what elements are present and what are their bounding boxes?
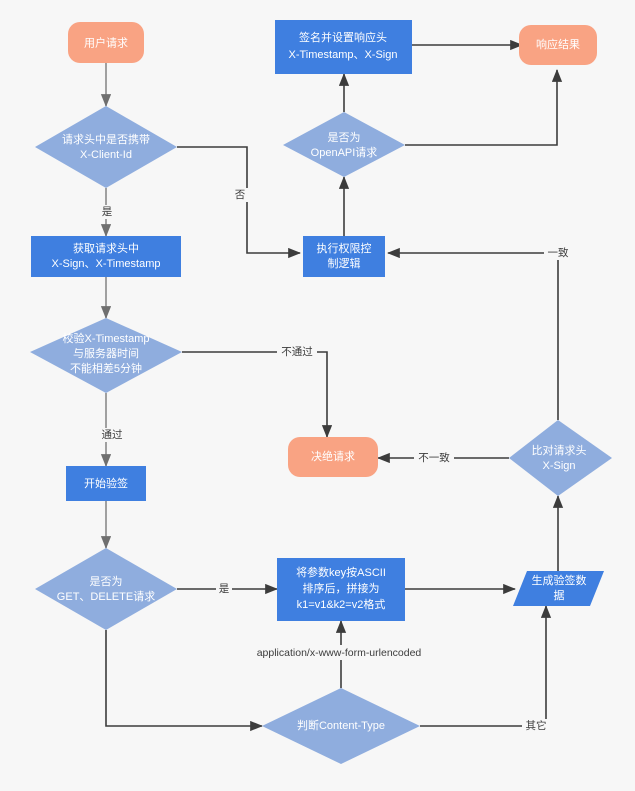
get-headers-shape — [31, 236, 181, 277]
edge-label-mismatch: 不一致 — [418, 451, 450, 464]
label-bg-pass — [99, 428, 125, 442]
edge-label-match: 一致 — [548, 246, 569, 259]
node-sign-response[interactable]: 签名并设置响应头 X-Timestamp、X-Sign — [275, 20, 412, 74]
node-get-headers[interactable]: 获取请求头中 X-Sign、X-Timestamp — [31, 236, 181, 277]
node-is-openapi[interactable]: 是否为 OpenAPI请求 — [283, 112, 405, 177]
compare-sign-shape — [509, 420, 612, 496]
label-bg-mismatch — [414, 451, 454, 465]
node-compare-sign[interactable]: 比对请求头 X-Sign — [509, 420, 612, 496]
label-bg-yes2 — [216, 582, 232, 596]
edge-label-urlencoded: application/x-www-form-urlencoded — [257, 647, 422, 659]
label-bg-no — [232, 188, 248, 202]
edge-compare-sign-match — [387, 247, 559, 420]
edge-label-no: 否 — [235, 189, 246, 201]
node-check-timestamp[interactable]: 校验X-Timestamp 与服务器时间 不能相差5分钟 — [30, 318, 182, 393]
edge-content-type-other — [420, 605, 552, 727]
edge-label-yes: 是 — [102, 206, 113, 218]
edge-label-other: 其它 — [526, 719, 547, 732]
edge-check-ts-fail — [182, 351, 333, 438]
node-start[interactable]: 用户请求 — [68, 22, 144, 63]
response-shape — [519, 25, 597, 65]
sign-response-shape — [275, 20, 412, 74]
start-shape — [68, 22, 144, 63]
is-get-delete-shape — [35, 548, 177, 630]
edge-label-fail: 不通过 — [281, 345, 313, 358]
generate-sign-data-shape — [513, 571, 604, 606]
node-start-verify[interactable]: 开始验签 — [66, 466, 146, 501]
node-response[interactable]: 响应结果 — [519, 25, 597, 65]
node-content-type[interactable]: 判断Content-Type — [262, 688, 420, 764]
label-bg-other — [522, 719, 550, 733]
is-openapi-shape — [283, 112, 405, 177]
node-reject-request[interactable]: 决绝请求 — [288, 437, 378, 477]
check-timestamp-shape — [30, 318, 182, 393]
edge-is-get-del-no-to-content-type — [105, 630, 263, 732]
label-bg-match — [544, 246, 572, 260]
label-bg-yes — [99, 205, 115, 219]
reject-request-shape — [288, 437, 378, 477]
label-bg-fail — [277, 345, 317, 359]
node-is-get-delete[interactable]: 是否为 GET、DELETE请求 — [35, 548, 177, 630]
node-sort-params[interactable]: 将参数key按ASCII 排序后，拼接为 k1=v1&k2=v2格式 — [277, 558, 405, 621]
edge-label-group: 是 否 通过 不通过 是 一致 不一致 其它 application/x-www… — [99, 188, 572, 733]
auth-logic-shape — [303, 236, 385, 277]
start-verify-shape — [66, 466, 146, 501]
content-type-shape — [262, 688, 420, 764]
node-generate-sign-data[interactable]: 生成验签数 据 — [513, 571, 604, 606]
sort-params-shape — [277, 558, 405, 621]
has-client-id-shape — [35, 106, 177, 188]
node-has-client-id[interactable]: 请求头中是否携带 X-Client-Id — [35, 106, 177, 188]
edge-label-pass: 通过 — [102, 428, 123, 441]
node-auth-logic[interactable]: 执行权限控 制逻辑 — [303, 236, 385, 277]
label-bg-urlencoded — [234, 645, 444, 660]
edge-label-yes2: 是 — [219, 583, 230, 595]
edge-is-openapi-no — [405, 69, 563, 146]
